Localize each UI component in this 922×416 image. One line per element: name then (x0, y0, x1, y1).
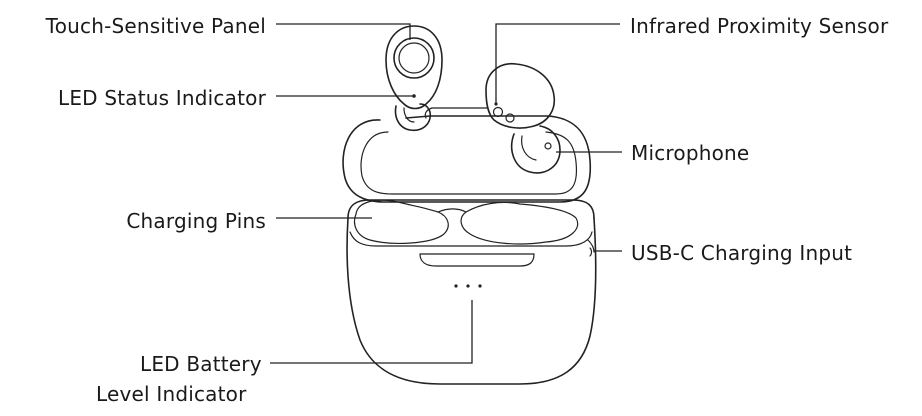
leader-lines (270, 23, 622, 364)
label-led-battery-line1: LED Battery (140, 352, 262, 376)
label-charging-pins: Charging Pins (126, 209, 266, 233)
leader-proximity-sensor (495, 23, 620, 104)
label-touch-sensitive-panel: Touch-Sensitive Panel (45, 14, 266, 38)
battery-led-dot-1 (454, 284, 458, 288)
case-lid (342, 107, 592, 203)
leader-led-battery (270, 300, 473, 364)
earbud-cradles (353, 199, 579, 245)
led-status-dot (412, 94, 416, 98)
right-earbud (485, 63, 561, 174)
label-led-battery-line2: Level Indicator (96, 382, 247, 406)
battery-led-dot-3 (478, 284, 482, 288)
leader-touch-panel (276, 23, 411, 40)
label-led-status-indicator: LED Status Indicator (57, 86, 266, 110)
label-infrared-proximity-sensor: Infrared Proximity Sensor (630, 14, 889, 38)
label-microphone: Microphone (631, 141, 750, 165)
case-body (346, 199, 597, 385)
led-battery-level-indicator (454, 284, 482, 288)
infrared-sensor-icon (492, 106, 504, 118)
left-earbud (385, 25, 443, 132)
usb-c-port-icon (589, 247, 593, 257)
battery-led-dot-2 (466, 284, 470, 288)
microphone-icon (544, 142, 552, 150)
label-usb-c-charging-input: USB-C Charging Input (631, 241, 853, 265)
